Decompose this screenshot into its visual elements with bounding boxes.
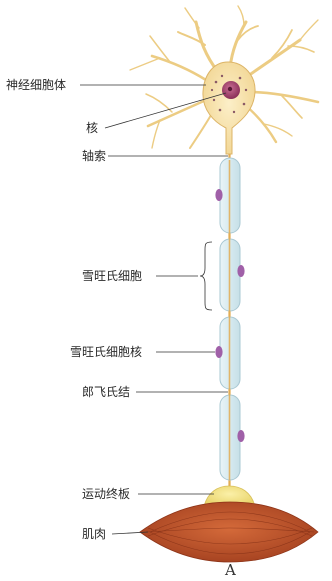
label-muscle: 肌肉 (82, 527, 106, 541)
label-node-of-ranvier: 郎飞氏结 (82, 385, 130, 399)
label-soma: 神经细胞体 (6, 78, 66, 92)
label-axon: 轴索 (82, 148, 106, 163)
label-motor-end-plate: 运动终板 (82, 486, 130, 501)
schwann-cell-nucleus (215, 346, 222, 358)
muscle-fiber (140, 502, 318, 562)
schwann-cell-nucleus (237, 265, 244, 277)
label-nucleus: 核 (86, 121, 98, 135)
neuron-cell-body (203, 62, 255, 154)
brace-schwann-cell (200, 242, 212, 310)
figure-letter: A (224, 561, 236, 579)
schwann-cell-nucleus (237, 430, 244, 442)
label-schwann-cell: 雪旺氏细胞 (82, 269, 142, 283)
label-schwann-nucleus: 雪旺氏细胞核 (70, 345, 142, 359)
nucleolus (228, 87, 232, 91)
schwann-cell-nucleus (215, 189, 222, 201)
